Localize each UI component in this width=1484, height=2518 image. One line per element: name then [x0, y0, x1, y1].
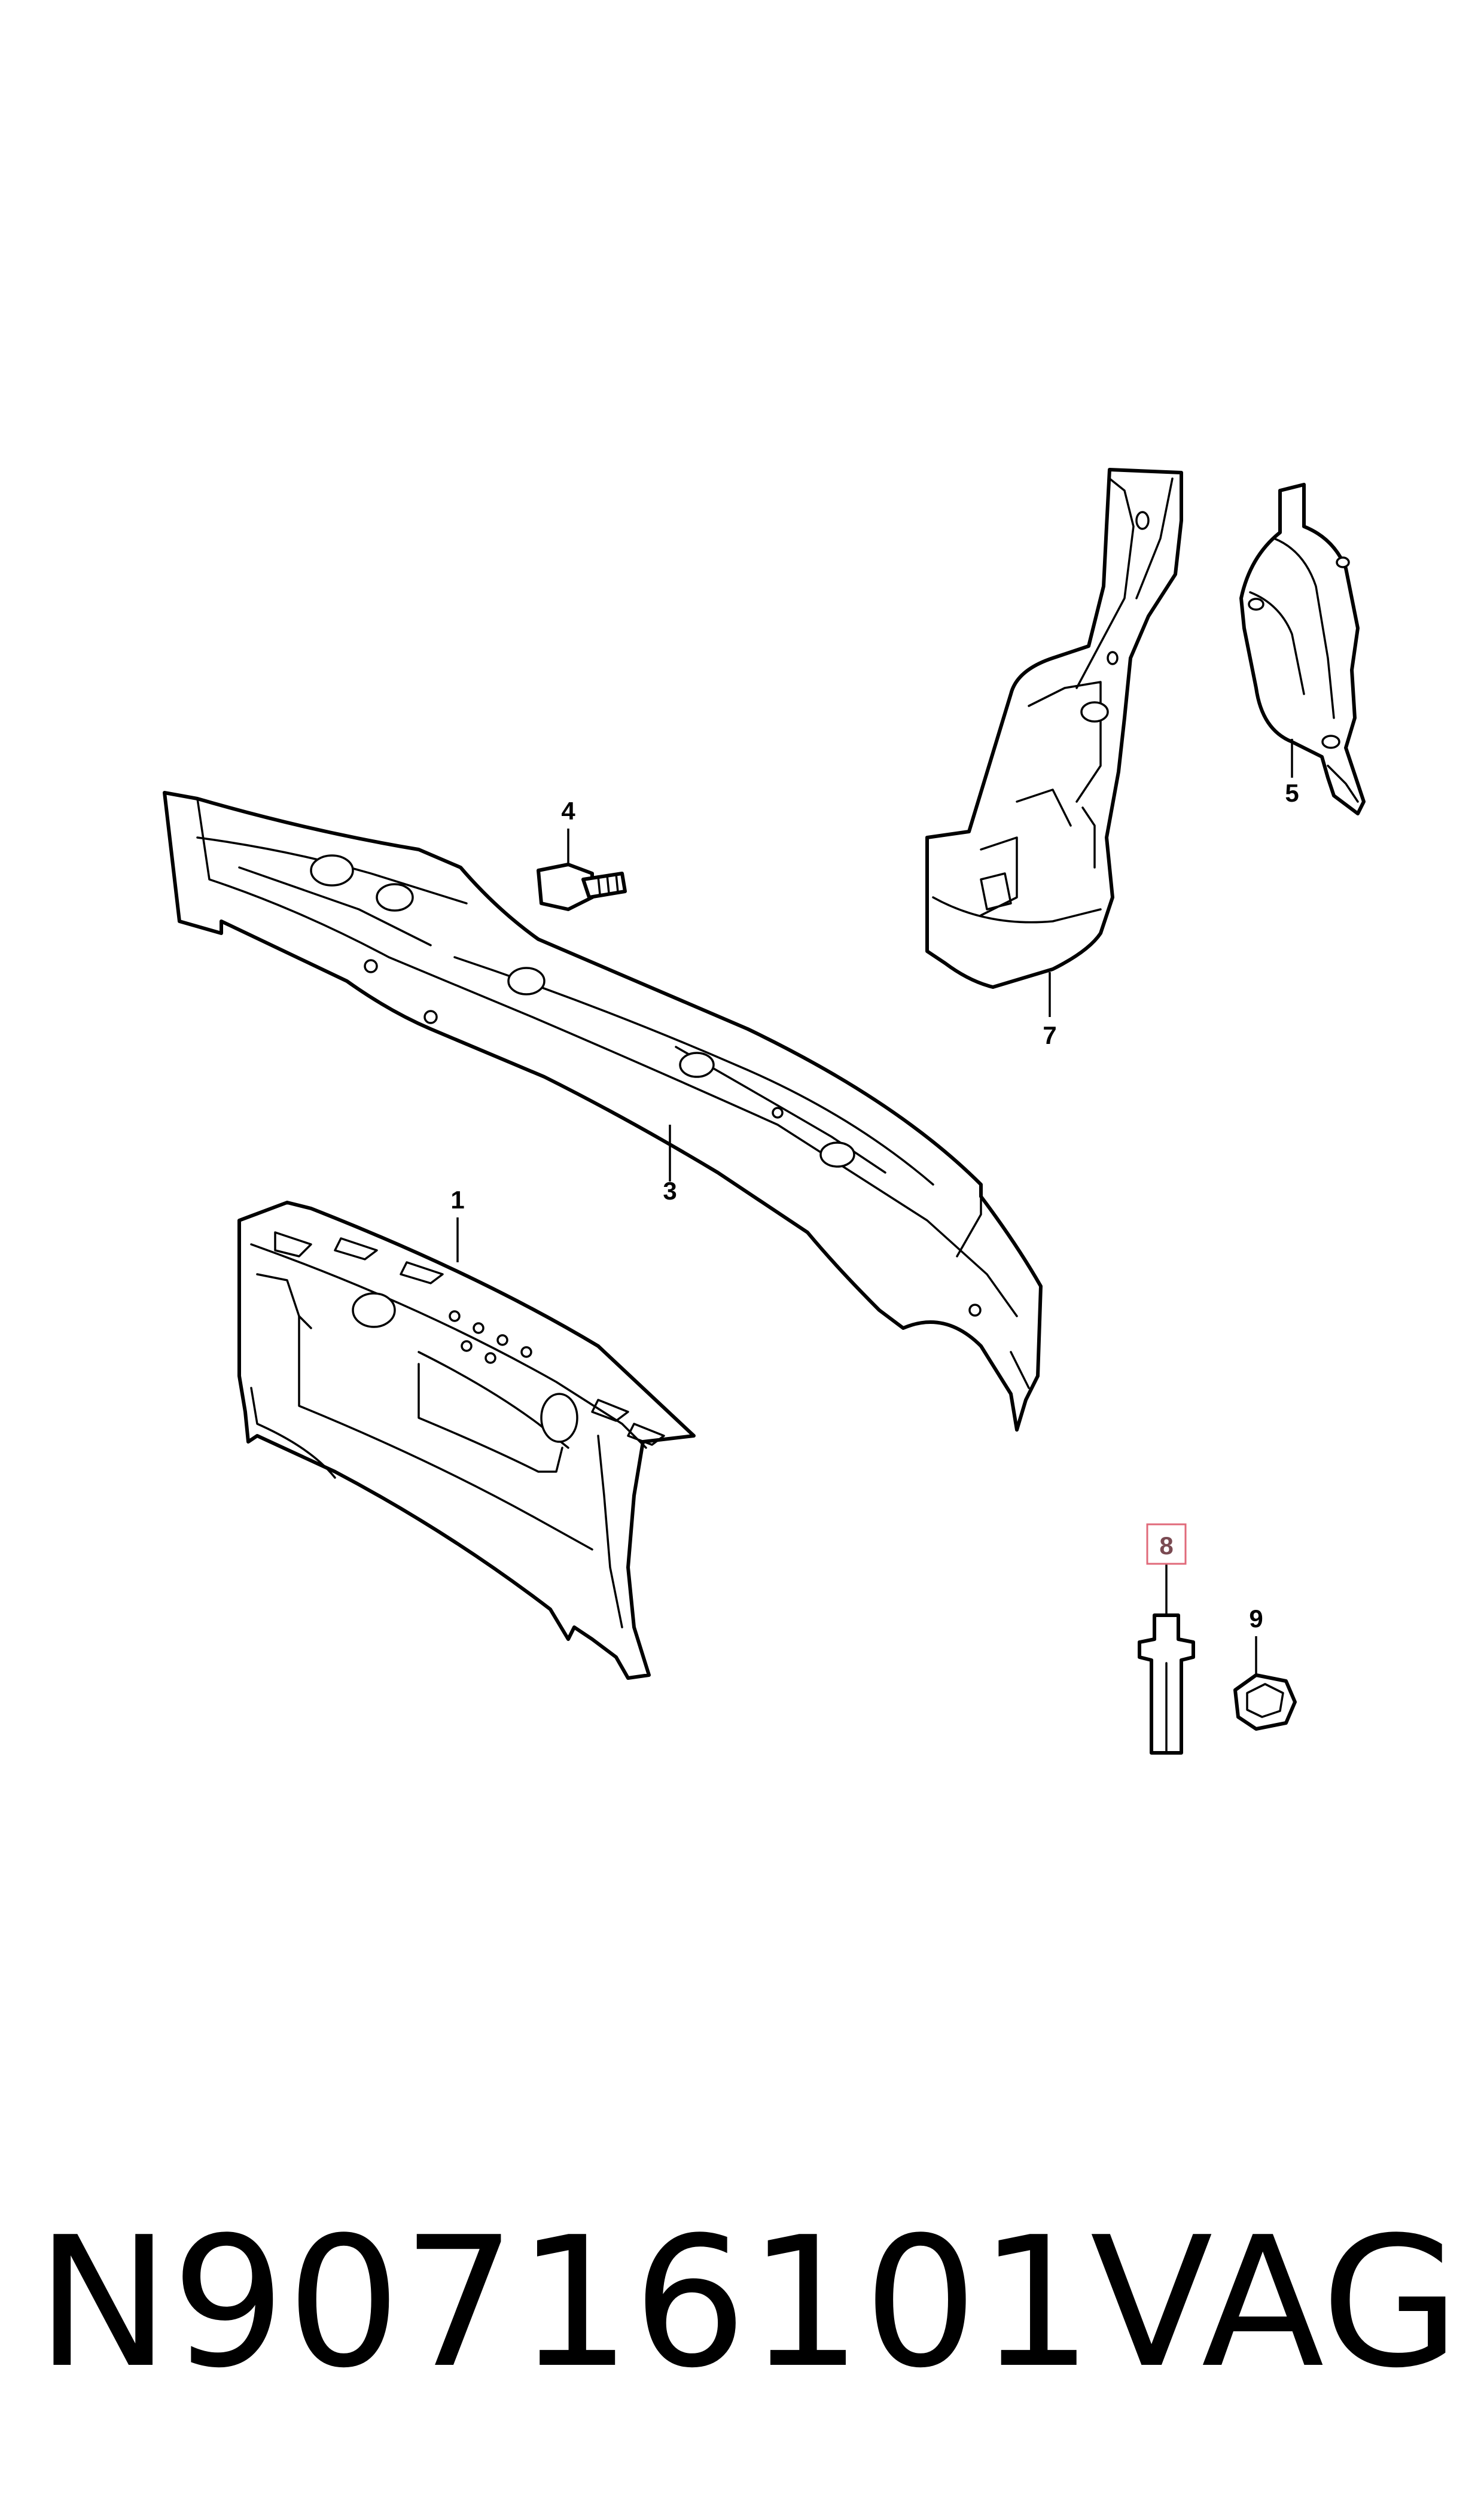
part-8-stud	[1138, 1613, 1195, 1755]
part-number-label: N90716101	[36, 2199, 1095, 2407]
part-7-side-pillar	[925, 468, 1183, 989]
callout-4: 4	[561, 797, 575, 825]
part-1-rear-panel	[237, 1201, 696, 1680]
callout-8-highlight-box	[1146, 1523, 1187, 1565]
callout-9: 9	[1249, 1604, 1263, 1633]
callout-3: 3	[663, 1177, 677, 1205]
part-3-cross-member	[163, 791, 1043, 1432]
callout-8: 8	[1159, 1531, 1173, 1560]
leader-lines	[456, 739, 1293, 1675]
part-9-nut	[1233, 1673, 1297, 1731]
callout-labels: 1 3 4 5 7 8 9	[450, 779, 1299, 1633]
callout-5: 5	[1285, 779, 1299, 807]
brand-label: VAG	[1090, 2199, 1460, 2407]
callout-1: 1	[450, 1186, 464, 1214]
part-5-bracket	[1239, 483, 1366, 815]
callout-7: 7	[1043, 1021, 1056, 1049]
part-4-bolt	[537, 863, 627, 911]
